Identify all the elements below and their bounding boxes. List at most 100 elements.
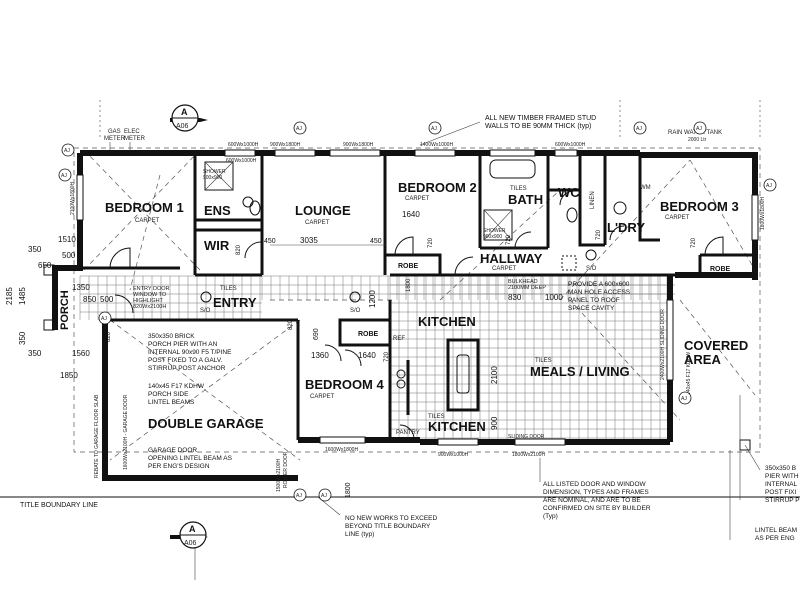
note-listed-4: CONFIRMED ON SITE BY BUILDER [543, 505, 651, 512]
shower1-line1: SHOWER [203, 169, 226, 175]
room-entry: ENTRY [213, 295, 257, 310]
dim-720-b: 720 [506, 234, 512, 245]
note-listed-3: ARE NOMINAL, AND ARE TO BE [543, 497, 641, 504]
finish-bath: TILES [510, 186, 527, 192]
doors [109, 190, 724, 440]
w-bed1-side: 2100Wx1800H [70, 182, 76, 215]
dim-720-e: 720 [384, 351, 390, 362]
aj-tag-label: AJ [321, 493, 327, 499]
cooktop-icon [396, 369, 406, 379]
note-listed-2: DIMENSION, TYPES AND FRAMES [543, 489, 649, 496]
aj-tag-label: AJ [681, 396, 687, 402]
room-covered-2: AREA [684, 352, 721, 367]
aj-tag-circle [693, 121, 707, 135]
finish-bedroom2: CARPET [405, 196, 430, 202]
shower2-line1: SHOWER [483, 228, 506, 234]
section-top-sheet: A06 [176, 123, 189, 130]
w-bath2: 600Wx1000H [555, 142, 586, 148]
dim-850: 850 [83, 295, 97, 304]
dim-350-c: 350 [18, 331, 27, 345]
dimensions: 3035 450 450 1640 1640 1360 1200 2100 90… [5, 210, 697, 498]
dim-1485: 1485 [18, 287, 27, 305]
aj-tag-label: AJ [64, 148, 70, 154]
w-lounge1: 600Wx1000H [228, 142, 259, 148]
dim-450-a: 450 [264, 238, 276, 245]
room-lounge: LOUNGE [295, 203, 351, 218]
finish-hallway: CARPET [492, 266, 517, 272]
aj-tag-circle [678, 391, 692, 405]
room-porch: PORCH [59, 290, 71, 330]
note-noworks-3: LINE (typ) [345, 531, 374, 538]
robe-bed3: ROBE [710, 266, 731, 273]
aj-tag-label: AJ [296, 493, 302, 499]
room-ldry: L'DRY [607, 220, 645, 235]
aj-tag-circle [428, 121, 442, 135]
note-entrydoor-4: 820Wx2100H [133, 304, 166, 310]
note-garagedoor-2: OPENING LINTEL BEAM AS [148, 455, 233, 462]
dim-1000: 1000 [545, 293, 563, 302]
dim-1640-a: 1640 [402, 210, 420, 219]
room-garage: DOUBLE GARAGE [148, 416, 264, 431]
dim-1800-b: 1800 [406, 278, 412, 292]
so-tag-1: S/O [200, 308, 211, 314]
smoke-alarms: S/O S/O S/O [200, 196, 597, 314]
bath-tub-icon [489, 159, 536, 179]
room-wc: WC [558, 185, 580, 200]
note-kdhw-1: 140x45 F17 KDHW [148, 383, 205, 390]
note-kdhw-3: LINTEL BEAMS [148, 399, 195, 406]
note-kdhw-2: PORCH SIDE [148, 391, 189, 398]
finish-bedroom1: CARPET [135, 218, 160, 224]
note-title-boundary: TITLE BOUNDARY LINE [20, 502, 98, 509]
section-marker-bottom: A A06 [170, 521, 208, 549]
note-pier-right-1: 350x350 B [765, 465, 796, 472]
note-noworks-2: BEYOND TITLE BOUNDARY [345, 523, 431, 530]
note-bulkhead-2: 2100MM DEEP [508, 285, 546, 291]
aj-tag-label: AJ [431, 126, 437, 132]
room-bedroom2: BEDROOM 2 [398, 180, 477, 195]
aj-tag-label: AJ [766, 183, 772, 189]
note-manhole-1: PROVIDE A 600x600 [568, 281, 630, 288]
shower2-line2: 900x900 [483, 234, 502, 240]
note-manhole-3: PANEL TO ROOF [568, 297, 620, 304]
dim-3035: 3035 [300, 236, 318, 245]
room-bedroom4: BEDROOM 4 [305, 377, 385, 392]
pantry-label: PANTRY [396, 430, 420, 436]
note-pier-right-3: INTERNAL [765, 481, 798, 488]
finish-bedroom3: CARPET [665, 215, 690, 221]
finish-lounge: CARPET [305, 220, 330, 226]
aj-tag-circle [58, 168, 72, 182]
sink-icon [456, 354, 470, 394]
wm-label: WM [640, 185, 651, 191]
ref-label: REF [393, 336, 405, 342]
dim-720-c: 720 [596, 229, 602, 240]
w-bath1: 1400Wx1000H [420, 142, 453, 148]
windows [76, 149, 759, 446]
dim-500-b: 500 [100, 295, 114, 304]
w-bed2: 900Wx1800H [343, 142, 374, 148]
aj-tag-label: AJ [296, 126, 302, 132]
note-sliding-door: SLIDING DOOR [508, 434, 545, 440]
finish-kitchen2: TILES [428, 414, 445, 420]
note-garagedoor-3: PER ENG'S DESIGN [148, 463, 210, 470]
dim-830: 830 [508, 293, 522, 302]
section-bottom-letter: A [189, 524, 196, 534]
room-wir: WIR [204, 238, 230, 253]
note-garagedoor-1: GARAGE DOOR [148, 447, 197, 454]
so-tag-3: S/O [586, 266, 597, 272]
note-entrydoor-1: ENTRY DOOR [133, 286, 169, 292]
shower1-line2: 900x900 [203, 175, 222, 181]
room-bedroom1: BEDROOM 1 [105, 200, 184, 215]
dim-1850: 1850 [60, 371, 78, 380]
note-pier-5: STIRRUP POST ANCHOR [148, 365, 226, 372]
dim-720-a: 720 [428, 237, 434, 248]
aj-tag-circle [61, 143, 75, 157]
aj-tag-label: AJ [636, 126, 642, 132]
dim-450-b: 450 [370, 238, 382, 245]
finish-bedroom4: CARPET [310, 394, 335, 400]
dim-2185: 2185 [5, 287, 14, 305]
note-roller-2: ROLLER DOOR [283, 451, 289, 488]
dim-350-b: 350 [28, 349, 42, 358]
